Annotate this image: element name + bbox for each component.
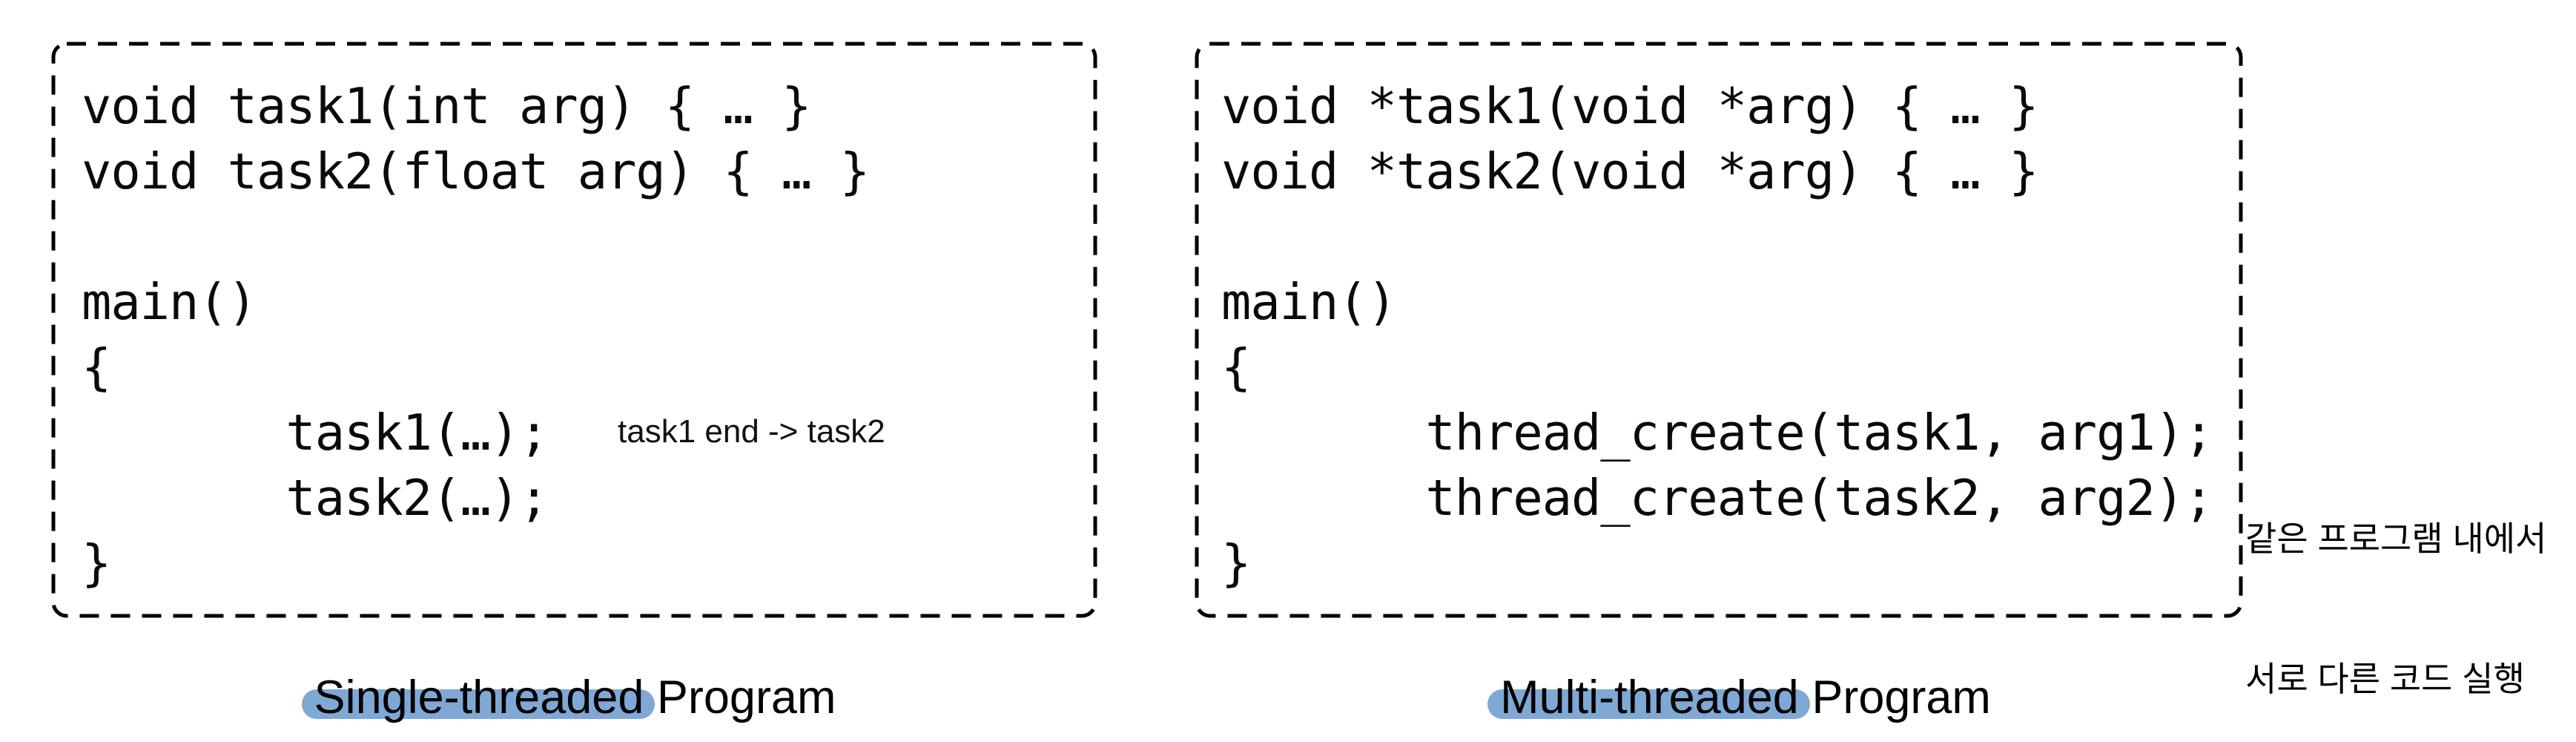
code-line: } xyxy=(82,534,111,592)
code-line: void task2(float arg) { … } xyxy=(82,142,870,200)
code-line: thread_create(task2, arg2); xyxy=(1221,469,2213,527)
multi-threaded-code-block: void *task1(void *arg) { … } void *task2(… xyxy=(1221,73,2213,596)
korean-annotation: 같은 프로그램 내에서 서로 다른 코드 실행 xyxy=(2245,422,2546,742)
korean-annotation-line: 서로 다른 코드 실행 xyxy=(2245,660,2525,698)
code-line: { xyxy=(1221,338,1251,396)
code-line: task2(…); xyxy=(82,469,549,527)
code-line: void task1(int arg) { … } xyxy=(82,77,811,135)
multi-threaded-box-border xyxy=(1195,42,2243,618)
code-line: void *task1(void *arg) { … } xyxy=(1221,77,2038,135)
code-line xyxy=(82,204,869,269)
caption-highlight-single: Single-threaded xyxy=(314,672,644,723)
code-line: main() xyxy=(1221,273,1397,331)
code-line: task1(…); xyxy=(82,404,549,462)
code-line xyxy=(1221,204,2213,269)
code-line: thread_create(task1, arg1); xyxy=(1221,404,2213,462)
code-line: main() xyxy=(82,273,257,331)
caption-rest: Program xyxy=(644,672,836,723)
code-line: { xyxy=(82,338,111,396)
single-threaded-box-border xyxy=(51,42,1097,618)
single-threaded-caption: Single-threaded Program xyxy=(55,669,1095,726)
single-threaded-code-block: void task1(int arg) { … } void task2(floa… xyxy=(82,73,870,596)
multi-threaded-caption: Multi-threaded Program xyxy=(1223,669,2268,726)
caption-rest: Program xyxy=(1798,672,1991,723)
korean-annotation-line: 같은 프로그램 내에서 xyxy=(2245,519,2547,558)
caption-highlight-multi: Multi-threaded xyxy=(1500,672,1799,723)
task-sequence-annotation: task1 end -> task2 xyxy=(618,413,885,450)
code-line: } xyxy=(1221,534,1251,592)
code-line: void *task2(void *arg) { … } xyxy=(1221,142,2038,200)
